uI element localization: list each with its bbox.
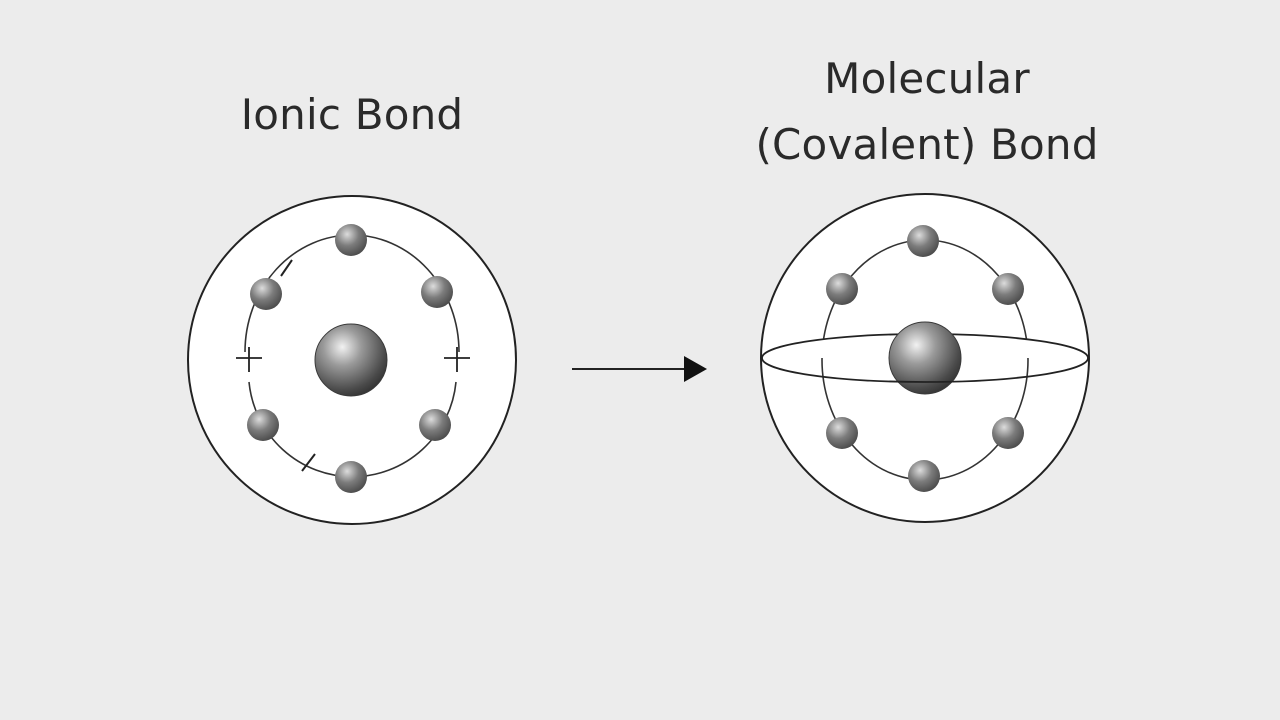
electron (907, 225, 939, 257)
right-arrow-icon (572, 356, 707, 382)
electron (335, 461, 367, 493)
charge-tick-icon (280, 259, 293, 277)
electron (247, 409, 279, 441)
covalent-bond-title: Molecular (Covalent) Bond (727, 46, 1127, 178)
electron (250, 278, 282, 310)
covalent-nucleus (888, 321, 962, 395)
plus-sign-icon (444, 347, 470, 372)
electron (908, 460, 940, 492)
electron (421, 276, 453, 308)
electron (992, 273, 1024, 305)
electron (992, 417, 1024, 449)
covalent-atom (760, 193, 1090, 523)
charge-tick-icon (301, 453, 316, 472)
covalent-bond-title-line1: Molecular (824, 54, 1030, 103)
electron (826, 273, 858, 305)
electron (419, 409, 451, 441)
ionic-nucleus (314, 323, 388, 397)
ionic-bond-title: Ionic Bond (240, 90, 464, 139)
covalent-bond-title-line2: (Covalent) Bond (755, 120, 1099, 169)
covalent-equator-front (761, 357, 1089, 383)
electron (826, 417, 858, 449)
plus-sign-icon (236, 347, 262, 372)
ionic-atom (187, 195, 517, 525)
electron (335, 224, 367, 256)
